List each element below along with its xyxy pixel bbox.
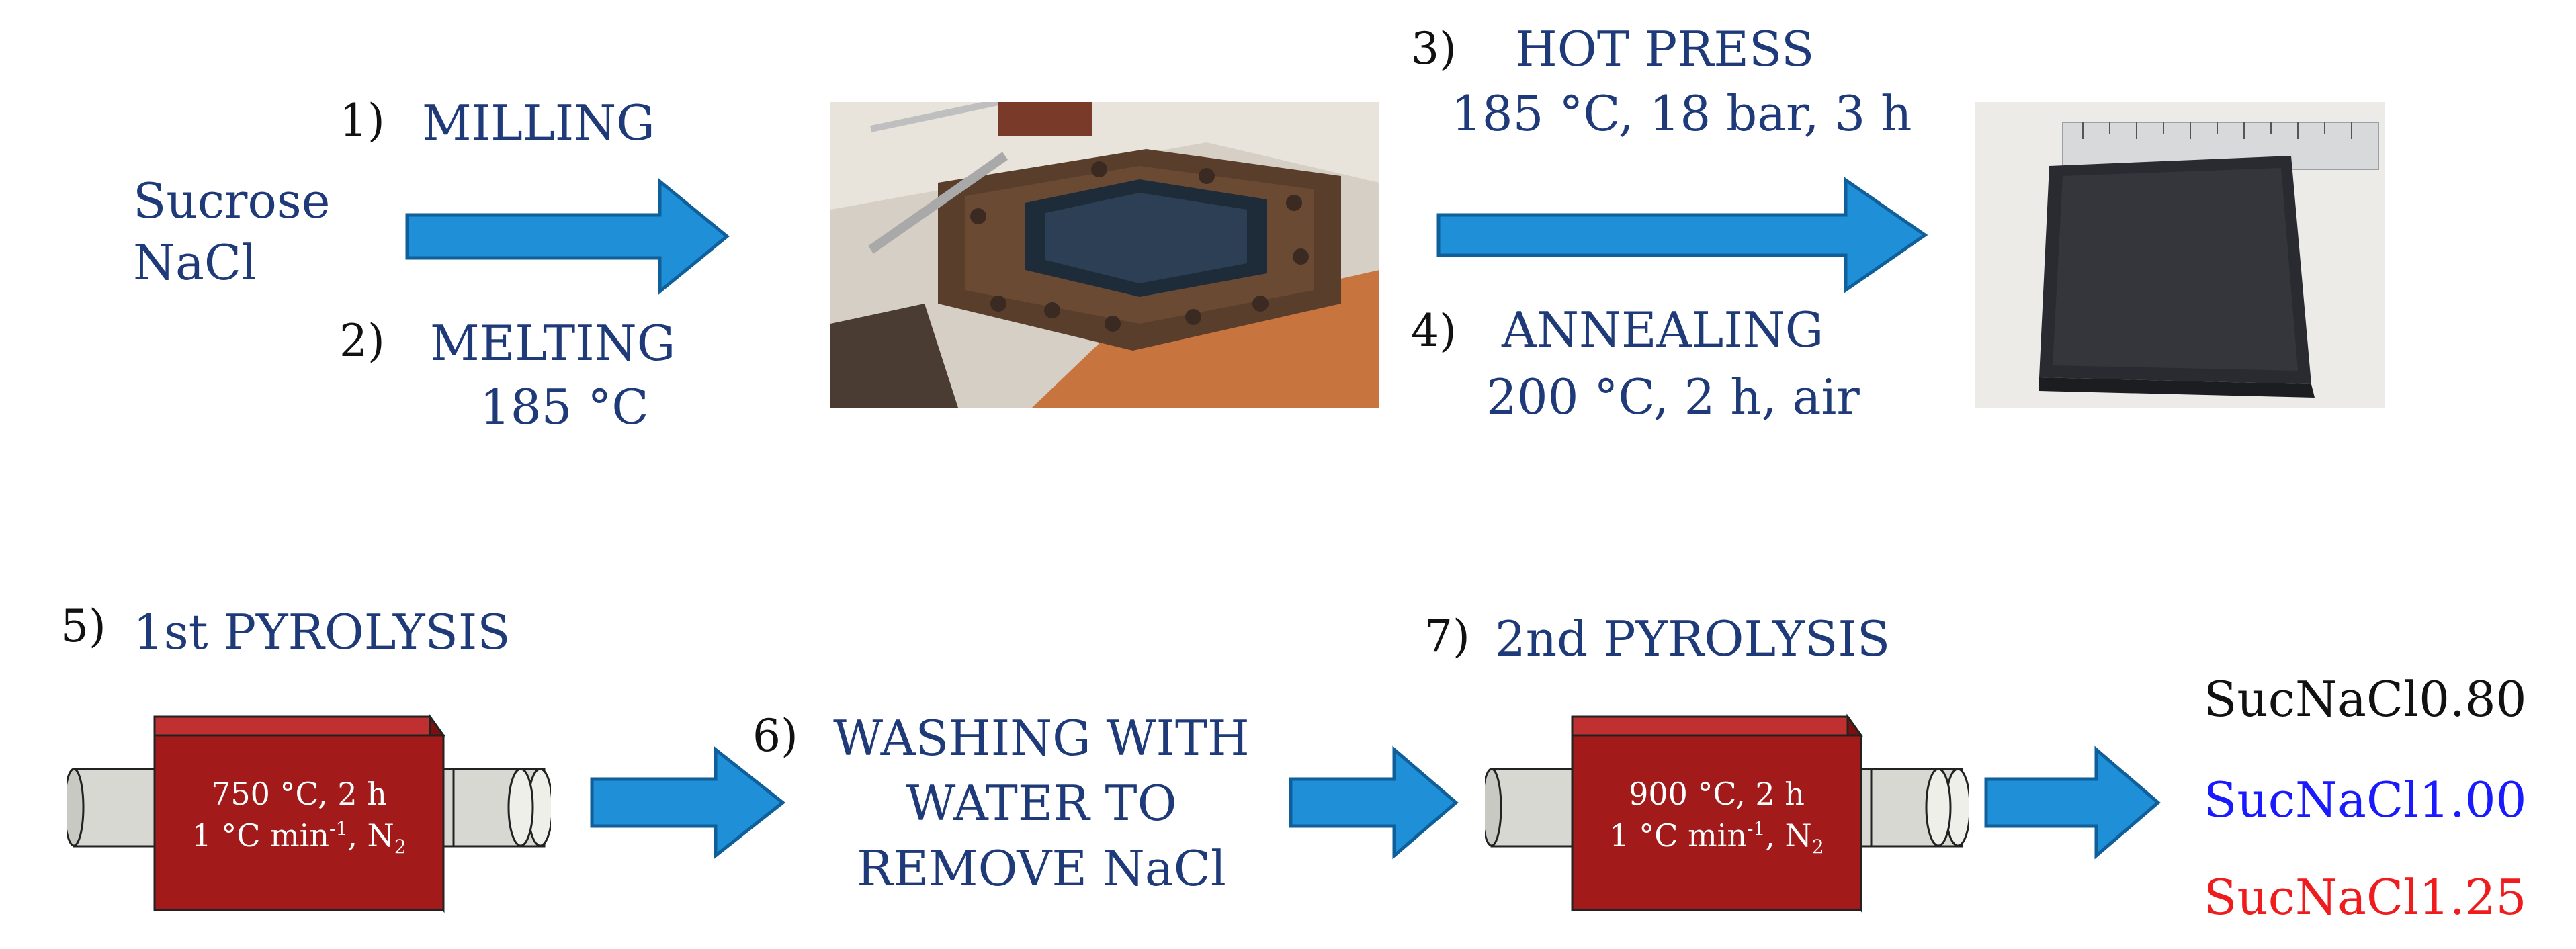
step7-label: 2nd PYROLYSIS [1495, 611, 1891, 667]
step6-line1: WASHING WITH [833, 710, 1250, 766]
step1-number: 1) [339, 95, 385, 146]
step3-number: 3) [1411, 23, 1457, 75]
step4-number: 4) [1411, 305, 1457, 357]
product-3: SucNaCl1.25 [2204, 869, 2527, 925]
tube-furnace-icon [67, 713, 551, 913]
furnace1-line2: 1 °C min-1, N2 [191, 817, 406, 858]
furnace2-line2: 1 °C min-1, N2 [1609, 817, 1824, 858]
tube-furnace-1: 750 °C, 2 h 1 °C min-1, N2 [67, 709, 551, 917]
product-2: SucNaCl1.00 [2204, 772, 2527, 828]
input-nacl: NaCl [133, 234, 257, 291]
step6-line3: REMOVE NaCl [857, 840, 1226, 897]
furnace2-line1: 900 °C, 2 h [1629, 776, 1805, 812]
furnace1-line1: 750 °C, 2 h [211, 776, 387, 812]
tube-furnace-icon [1485, 713, 1969, 913]
process-arrow-1 [405, 177, 730, 296]
step6-line2: WATER TO [906, 775, 1177, 831]
step1-label: MILLING [422, 95, 655, 151]
product-1: SucNaCl0.80 [2204, 671, 2527, 727]
mold-photo [830, 102, 1379, 408]
process-arrow-3 [590, 745, 786, 860]
tube-furnace-2: 900 °C, 2 h 1 °C min-1, N2 [1485, 709, 1969, 917]
process-arrow-5 [1984, 745, 2161, 860]
step5-number: 5) [60, 600, 106, 652]
step3-detail: 185 °C, 18 bar, 3 h [1451, 85, 1912, 142]
step2-label: MELTING [430, 315, 676, 371]
step2-detail: 185 °C [480, 379, 649, 435]
process-arrow-2 [1436, 177, 1928, 293]
step5-label: 1st PYROLYSIS [133, 604, 511, 660]
input-sucrose: Sucrose [133, 173, 331, 229]
step4-detail: 200 °C, 2 h, air [1486, 369, 1860, 425]
process-arrow-4 [1289, 745, 1459, 860]
step4-label: ANNEALING [1502, 302, 1824, 358]
pressed-block-photo [1975, 102, 2385, 408]
step3-label: HOT PRESS [1515, 21, 1815, 77]
step6-number: 6) [753, 710, 798, 762]
step7-number: 7) [1424, 611, 1470, 662]
step2-number: 2) [339, 315, 385, 367]
